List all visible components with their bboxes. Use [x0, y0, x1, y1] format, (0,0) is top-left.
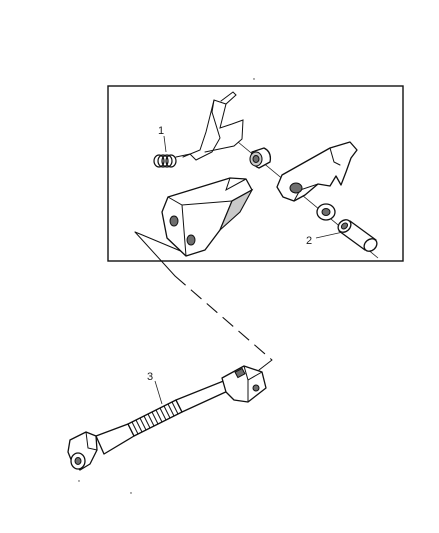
- leader-2: [315, 231, 344, 239]
- sleeve: [337, 219, 378, 252]
- spring-clip: [153, 91, 244, 168]
- bracket: [161, 177, 254, 257]
- speck: [130, 492, 132, 494]
- leader-1: [163, 135, 167, 153]
- leader-3: [154, 380, 163, 405]
- bushing: [249, 147, 272, 169]
- connector-line: [134, 231, 273, 371]
- kit-box: [107, 85, 404, 262]
- callout-2: 2: [306, 235, 312, 247]
- callout-3: 3: [147, 371, 153, 383]
- callout-1: 1: [158, 125, 164, 137]
- washer: [316, 203, 336, 221]
- pivot-lever: [276, 141, 358, 202]
- speck: [253, 78, 255, 80]
- shift-cable: [67, 365, 267, 471]
- speck: [78, 480, 80, 482]
